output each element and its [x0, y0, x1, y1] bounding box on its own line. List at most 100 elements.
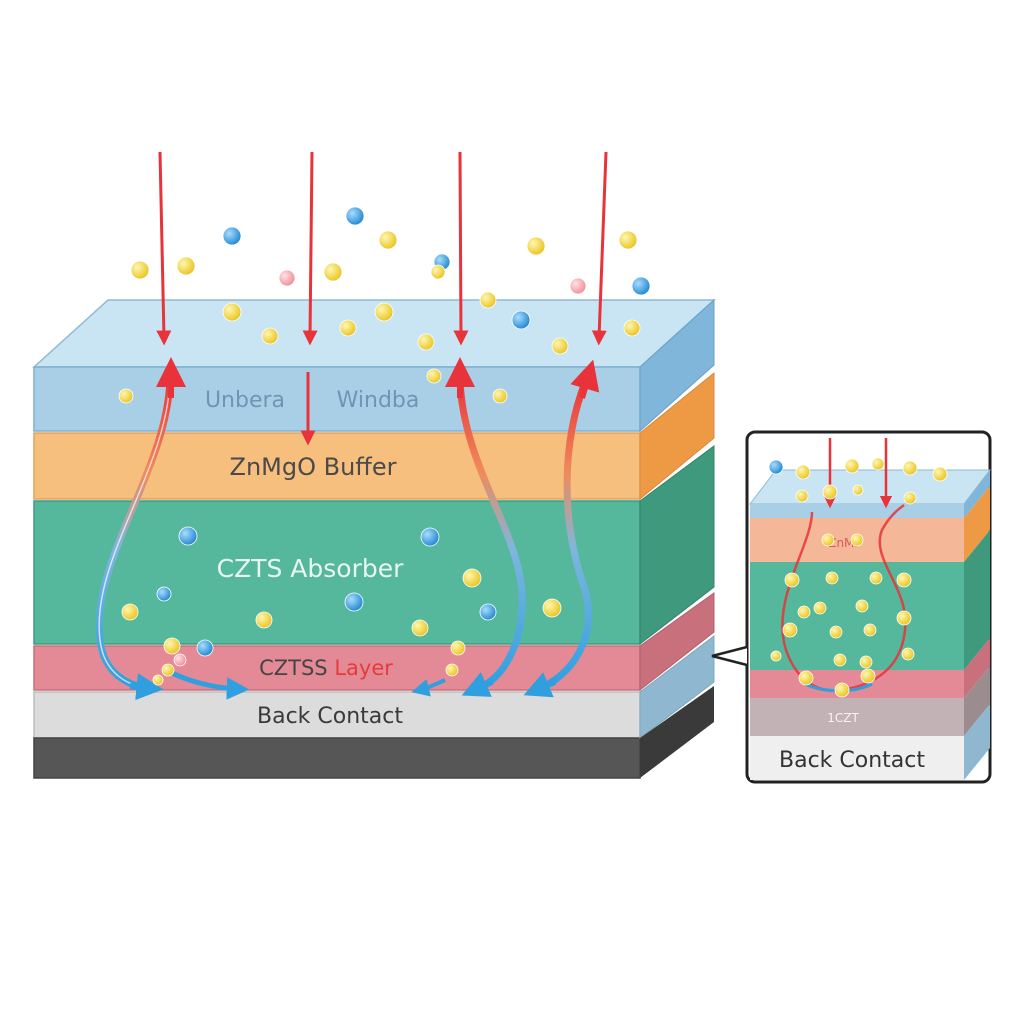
carrier-arrow-right-tail — [523, 672, 557, 698]
particle-2 — [176, 256, 196, 276]
inset-grey-layer — [750, 698, 964, 736]
inset-particle-3 — [822, 484, 838, 500]
inset-particle-24 — [833, 653, 847, 667]
inset-window-side — [964, 470, 990, 518]
buffer-label: ZnMgO Buffer — [230, 453, 397, 481]
back-contact-side-face — [639, 634, 715, 740]
buffer-side-face — [639, 371, 715, 501]
inset-particle-16 — [896, 572, 912, 588]
inset-buffer-side — [964, 486, 990, 562]
window-top-face — [32, 299, 716, 368]
particle-35 — [542, 598, 562, 618]
particle-13 — [631, 276, 651, 296]
particle-21 — [551, 337, 569, 355]
inset-particle-30 — [860, 668, 876, 684]
cztss-label-prefix: CZTSS — [259, 656, 328, 680]
particle-14 — [479, 291, 497, 309]
particle-31 — [479, 603, 497, 621]
cztss-label: CZTSS Layer — [259, 656, 393, 680]
window-side-face — [639, 298, 715, 433]
inset-particle-14 — [825, 571, 839, 585]
particle-5 — [323, 262, 343, 282]
window-label-left: Unbera — [205, 388, 285, 413]
substrate-layer — [33, 737, 641, 779]
inset-particle-15 — [869, 571, 883, 585]
particle-41 — [445, 663, 459, 677]
particle-18 — [339, 319, 357, 337]
inset-particle-11 — [821, 533, 835, 547]
inset-back-contact-layer — [750, 736, 964, 780]
carrier-arrow-mid-tail — [461, 672, 494, 697]
inset-window-top — [748, 469, 992, 505]
main-stack: Unbera Windba ZnMgO Buffer CZTS Absorber… — [32, 151, 716, 779]
particle-34 — [411, 619, 429, 637]
particle-25 — [492, 388, 508, 404]
particle-19 — [374, 302, 394, 322]
carrier-path-left-up-outline — [98, 377, 171, 689]
substrate-side-face — [640, 686, 714, 778]
particle-24 — [426, 368, 442, 384]
particle-7 — [378, 230, 398, 250]
particle-17 — [261, 327, 279, 345]
inset-cztss-layer — [750, 670, 964, 698]
inset-particle-1 — [768, 459, 784, 475]
particle-22 — [623, 319, 641, 337]
absorber-side-face — [639, 445, 715, 646]
inset-particle-12 — [850, 533, 864, 547]
particle-6 — [345, 206, 365, 226]
particles-group — [118, 206, 651, 686]
carrier-arrow-left-tail — [129, 673, 164, 701]
particle-12 — [618, 230, 638, 250]
inset-particle-28 — [798, 670, 814, 686]
inset-cztss-side — [964, 638, 990, 698]
inset-particle-7 — [902, 460, 918, 476]
inset-particle-25 — [859, 655, 873, 669]
particle-26 — [178, 526, 198, 546]
particle-20 — [417, 333, 435, 351]
absorber-layer — [33, 500, 641, 645]
carrier-path-small-right — [411, 678, 446, 697]
inset-particle-27 — [901, 647, 915, 661]
inset-particle-9 — [795, 489, 809, 503]
inset-absorber-side — [964, 530, 990, 670]
inset-particle-2 — [795, 464, 811, 480]
particle-33 — [255, 611, 273, 629]
particle-27 — [420, 527, 440, 547]
particle-42 — [152, 674, 164, 686]
inset-back-contact-side — [964, 704, 990, 780]
particle-16 — [222, 302, 242, 322]
inset-particle-22 — [829, 625, 843, 639]
particle-36 — [163, 637, 181, 655]
inset-carrier-loop — [781, 503, 907, 692]
window-label-right: Windba — [337, 388, 420, 413]
absorber-label: CZTS Absorber — [217, 554, 404, 583]
window-layer — [33, 366, 641, 432]
inset-particle-13 — [784, 572, 800, 588]
inset-grey-side — [964, 666, 990, 736]
cztss-side-face — [639, 592, 715, 692]
inset-particle-6 — [871, 457, 885, 471]
inset-particle-17 — [797, 605, 811, 619]
particle-11 — [569, 277, 587, 295]
particle-10 — [526, 236, 546, 256]
inset-particle-18 — [813, 601, 827, 615]
inset-callout-pointer — [711, 645, 748, 667]
particle-29 — [344, 592, 364, 612]
particle-4 — [278, 269, 296, 287]
inset-particle-5 — [852, 484, 864, 496]
inset-particle-19 — [855, 599, 869, 613]
particle-32 — [121, 603, 139, 621]
inset-particle-10 — [903, 491, 917, 505]
particle-3 — [222, 226, 242, 246]
incident-light-arrow-3 — [453, 151, 469, 346]
particle-37 — [196, 639, 214, 657]
particle-28 — [156, 586, 172, 602]
incident-light-arrow-4 — [591, 151, 608, 346]
inset-buffer-label: ZnMl — [828, 536, 858, 550]
particle-40 — [173, 653, 187, 667]
inset-particle-8 — [932, 466, 948, 482]
inset-particle-26 — [770, 650, 782, 662]
particle-23 — [118, 388, 134, 404]
